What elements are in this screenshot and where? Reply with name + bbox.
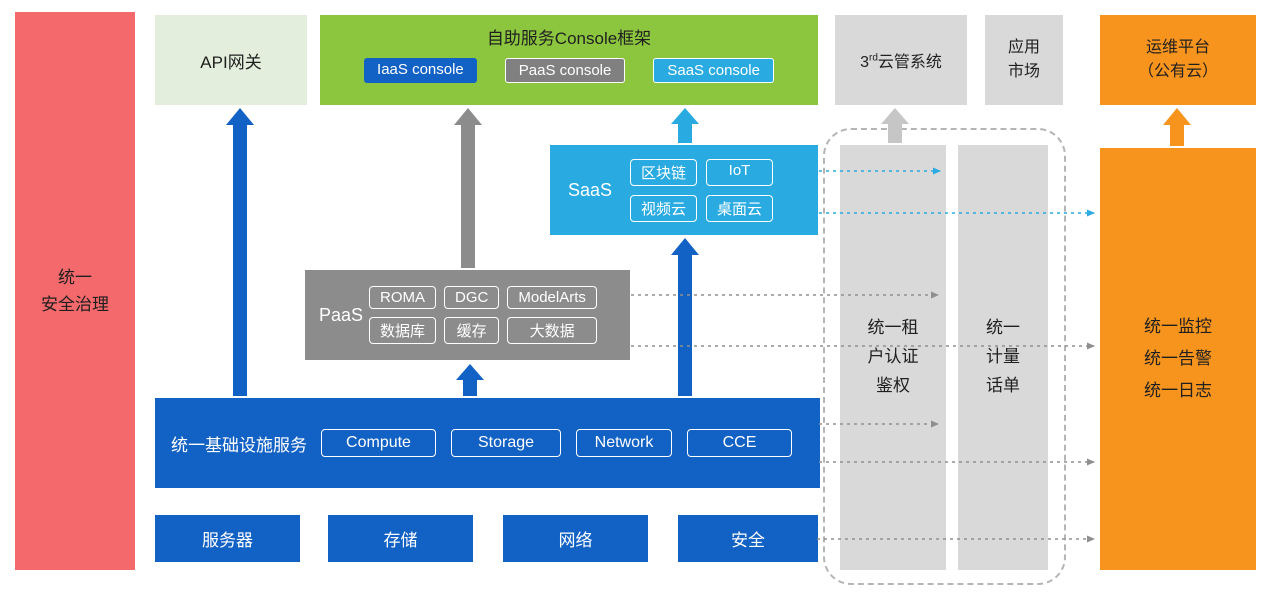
third-party-label-rest: 云管系统 [877, 54, 942, 71]
infra-service-storage: Storage [451, 429, 561, 457]
paas-console-chip: PaaS console [504, 58, 626, 83]
paas-label: PaaS [319, 304, 364, 325]
saas-service-blockchain: 区块链 [630, 158, 698, 186]
paas-services: ROMA DGC ModelArts 数据库 缓存 大数据 [369, 286, 597, 344]
third-party-label-sup: rd [868, 52, 878, 64]
paas-service-bigdata: 大数据 [507, 317, 597, 344]
arrow-infra-to-api-gateway [226, 108, 254, 396]
paas-service-cache: 缓存 [444, 317, 500, 344]
hardware-server-box: 服务器 [155, 515, 300, 562]
arrow-paas-to-console [454, 108, 482, 268]
saas-service-desktop-cloud: 桌面云 [706, 194, 774, 222]
security-governance-bar: 统一 安全治理 [15, 12, 135, 570]
paas-service-dgc: DGC [444, 286, 500, 309]
arrow-infra-to-saas [671, 238, 699, 396]
saas-services: 区块链 IoT 视频云 桌面云 [630, 158, 774, 222]
api-gateway-box: API网关 [155, 15, 307, 105]
saas-label: SaaS [568, 179, 613, 200]
infra-service-cce: CCE [687, 429, 792, 457]
console-framework-panel: 自助服务Console框架 IaaS console PaaS console … [320, 15, 818, 105]
third-party-cloud-box: 3rd云管系统 [835, 15, 967, 105]
hardware-network-box: 网络 [503, 515, 648, 562]
hardware-storage-box: 存储 [328, 515, 473, 562]
iaas-console-chip: IaaS console [364, 58, 477, 83]
tenant-auth-bar: 统一租 户认证 鉴权 [840, 145, 946, 570]
paas-service-database: 数据库 [369, 317, 437, 344]
saas-service-iot: IoT [706, 158, 774, 186]
shared-services-group [823, 128, 1066, 585]
third-party-label-base: 3 [860, 54, 869, 71]
arrow-saas-to-console [671, 108, 699, 143]
infra-service-compute: Compute [321, 429, 436, 457]
infrastructure-label: 统一基础设施服务 [171, 435, 307, 455]
paas-service-modelarts: ModelArts [507, 286, 597, 309]
third-party-cloud-label: 3rd云管系统 [860, 48, 942, 72]
metering-bar: 统一 计量 话单 [958, 145, 1048, 570]
paas-box: PaaS ROMA DGC ModelArts 数据库 缓存 大数据 [305, 270, 630, 360]
arrow-monitor-to-om-platform [1163, 108, 1191, 146]
paas-service-roma: ROMA [369, 286, 437, 309]
arrow-infra-to-paas [456, 364, 484, 396]
console-chips: IaaS console PaaS console SaaS console [320, 58, 818, 83]
infrastructure-box: 统一基础设施服务 Compute Storage Network CCE [155, 398, 820, 488]
infra-service-network: Network [576, 429, 672, 457]
saas-box: SaaS 区块链 IoT 视频云 桌面云 [550, 145, 818, 235]
console-framework-title: 自助服务Console框架 [486, 29, 652, 48]
saas-service-video-cloud: 视频云 [630, 194, 698, 222]
monitor-alarm-log-box: 统一监控 统一告警 统一日志 [1100, 148, 1256, 570]
infrastructure-services: Compute Storage Network CCE [321, 429, 792, 457]
hardware-security-box: 安全 [678, 515, 818, 562]
app-market-box: 应用 市场 [985, 15, 1063, 105]
om-platform-box: 运维平台 （公有云） [1100, 15, 1256, 105]
saas-console-chip: SaaS console [653, 58, 774, 83]
